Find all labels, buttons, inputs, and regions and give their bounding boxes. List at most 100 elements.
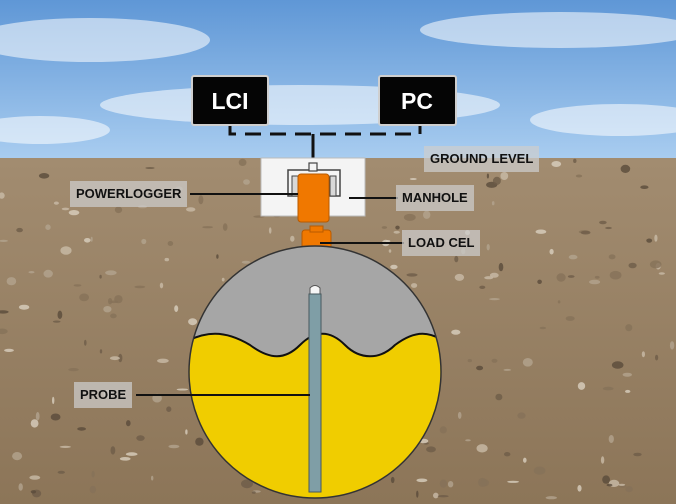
soil-pebble: [620, 164, 631, 173]
soil-pebble: [45, 224, 51, 230]
soil-pebble: [465, 439, 471, 442]
soil-pebble: [18, 483, 23, 491]
soil-pebble: [0, 192, 5, 199]
soil-pebble: [567, 275, 575, 278]
soil-pebble: [589, 279, 601, 285]
soil-pebble: [126, 420, 131, 427]
soil-pebble: [168, 444, 180, 449]
soil-pebble: [491, 201, 495, 206]
soil-pebble: [125, 452, 138, 456]
soil-pebble: [580, 230, 591, 235]
soil-pebble: [77, 427, 86, 431]
ground-level-label: GROUND LEVEL: [424, 146, 540, 172]
soil-pebble: [110, 446, 116, 455]
soil-pebble: [43, 269, 53, 278]
probe-label: PROBE: [74, 382, 133, 408]
soil-pebble: [109, 356, 120, 361]
load-cell-label: LOAD CEL: [402, 230, 481, 256]
soil-pebble: [535, 229, 547, 234]
soil-pebble: [406, 273, 418, 277]
pc-device-box[interactable]: PC: [378, 75, 457, 126]
soil-pebble: [625, 486, 633, 493]
soil-pebble: [68, 368, 79, 372]
lci-device-box[interactable]: LCI: [191, 75, 269, 126]
soil-pebble: [517, 412, 526, 419]
soil-pebble: [50, 413, 61, 421]
soil-pebble: [108, 298, 113, 305]
soil-pebble: [290, 235, 295, 242]
soil-pebble: [145, 167, 155, 169]
soil-pebble: [577, 382, 586, 390]
soil-pebble: [495, 393, 503, 401]
soil-pebble: [60, 246, 72, 255]
soil-pebble: [594, 275, 600, 279]
soil-pebble: [557, 300, 561, 304]
soil-pebble: [222, 223, 228, 231]
soil-pebble: [625, 389, 631, 393]
soil-pebble: [118, 353, 123, 363]
soil-pebble: [439, 479, 448, 488]
soil-pebble: [618, 483, 626, 486]
soil-pebble: [575, 174, 583, 178]
soil-pebble: [89, 485, 97, 494]
soil-pebble: [423, 210, 431, 219]
soil-pebble: [68, 210, 80, 216]
soil-pebble: [110, 313, 117, 319]
soil-pebble: [476, 365, 484, 371]
soil-pebble: [4, 348, 14, 352]
soil-pebble: [625, 324, 633, 332]
soil-pebble: [73, 284, 82, 287]
soil-pebble: [479, 285, 486, 289]
soil-pebble: [549, 248, 554, 255]
soil-pebble: [134, 285, 146, 289]
soil-pebble: [221, 277, 225, 282]
soil-pebble: [103, 306, 112, 313]
soil-pebble: [393, 230, 400, 234]
soil-pebble: [628, 262, 637, 269]
pc-label: PC: [401, 88, 433, 114]
powerlogger-unit: [297, 173, 330, 223]
soil-pebble: [433, 492, 439, 499]
soil-pebble: [0, 310, 9, 314]
soil-pebble: [395, 225, 400, 230]
soil-pebble: [409, 178, 417, 180]
soil-pebble: [565, 316, 575, 321]
soil-pebble: [241, 479, 253, 489]
powerlogger-label: POWERLOGGER: [70, 181, 188, 207]
soil-pebble: [174, 305, 179, 312]
soil-pebble: [59, 445, 71, 448]
soil-pebbles: [0, 158, 675, 500]
soil-pebble: [141, 238, 147, 245]
soil-pebble: [416, 478, 428, 483]
soil-pebble: [622, 372, 632, 377]
soil-pebble: [416, 490, 419, 498]
soil-pebble: [159, 282, 164, 289]
soil-pebble: [447, 481, 454, 488]
soil-pebble: [28, 271, 35, 274]
soil-pebble: [176, 388, 189, 391]
soil-pebble: [503, 368, 512, 371]
soil-pebble: [16, 227, 23, 233]
clouds: [0, 12, 676, 144]
lci-label: LCI: [211, 88, 248, 114]
soil-pebble: [669, 341, 675, 350]
soil-pebble: [6, 277, 17, 286]
soil-pebble: [602, 386, 614, 391]
soil-pebble: [38, 173, 50, 179]
soil-pebble: [251, 491, 256, 494]
soil-pebble: [35, 412, 40, 421]
soil-pebble: [602, 475, 610, 484]
soil-pebble: [467, 359, 472, 363]
soil-pebble: [609, 270, 622, 280]
soil-pebble: [390, 264, 398, 270]
soil-pebble: [30, 490, 37, 494]
soil-pebble: [507, 480, 520, 483]
soil-pebble: [185, 429, 188, 435]
soil-pebble: [498, 262, 504, 272]
soil-pebble: [568, 254, 578, 260]
soil-pebble: [489, 298, 500, 301]
soil-pebble: [573, 158, 577, 163]
soil-pebble: [537, 279, 542, 284]
soil-pebble: [30, 419, 39, 428]
